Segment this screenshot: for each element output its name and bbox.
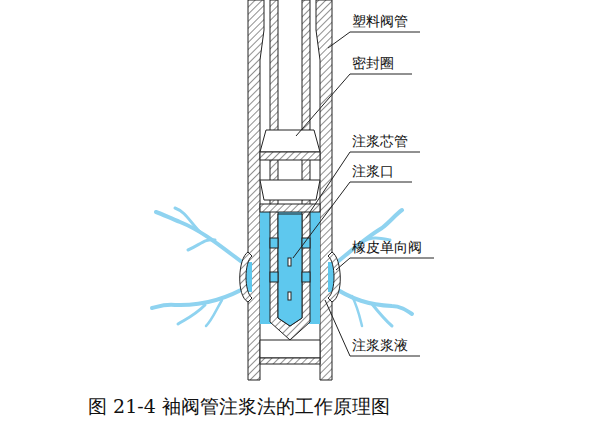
part-label: 密封圈	[352, 55, 394, 71]
outer-plastic-pipe	[248, 0, 332, 380]
leader-lines	[293, 32, 434, 356]
grouting-core-pipe	[270, 0, 310, 340]
rubber-check-valve	[240, 252, 341, 302]
part-label: 塑料阀管	[352, 13, 408, 29]
part-label: 注浆口	[352, 163, 394, 179]
grout-spray	[152, 208, 412, 326]
seal-rings	[260, 130, 320, 364]
part-label: 注浆芯管	[352, 133, 408, 149]
part-label: 橡皮单向阀	[352, 239, 422, 255]
figure-caption: 图 21-4 袖阀管注浆法的工作原理图	[88, 394, 390, 420]
part-label: 注浆浆液	[352, 337, 408, 353]
